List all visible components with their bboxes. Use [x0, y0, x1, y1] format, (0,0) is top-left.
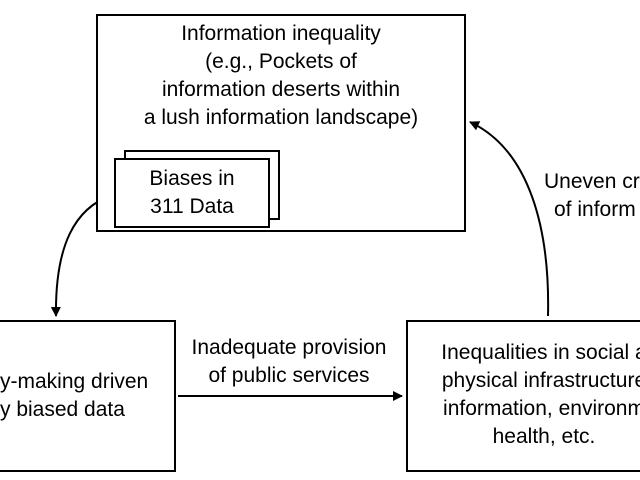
- biases-box: [114, 158, 270, 228]
- inequalities-line-2: physical infrastructure: [441, 369, 640, 392]
- provision-line-2: of public services: [208, 364, 370, 387]
- decision-line-1: y-making driven: [0, 370, 149, 393]
- inequalities-line-3: information, environm: [443, 397, 640, 420]
- uneven-creation-label: Uneven cr of inform: [540, 168, 640, 224]
- decision-making-text: y-making driven y biased data: [0, 368, 148, 424]
- inadequate-provision-label: Inadequate provision of public services: [168, 334, 410, 390]
- info-line-4: a lush information landscape): [143, 106, 419, 129]
- info-line-3: information deserts within: [161, 78, 401, 101]
- inequalities-line-1: Inequalities in social a: [441, 341, 640, 364]
- inequalities-line-4: health, etc.: [492, 425, 596, 448]
- biases-text: Biases in 311 Data: [114, 165, 270, 221]
- decision-making-box: [0, 320, 176, 472]
- inequalities-box: [406, 320, 640, 472]
- biases-line-2: 311 Data: [150, 195, 234, 218]
- uneven-line-1: Uneven cr: [544, 170, 640, 193]
- inequalities-text: Inequalities in social a physical infras…: [414, 339, 640, 451]
- provision-line-1: Inadequate provision: [191, 336, 387, 359]
- arrow-inequalities-to-information: [469, 121, 550, 317]
- info-line-1: Information inequality: [181, 22, 381, 45]
- info-line-2: (e.g., Pockets of: [205, 50, 357, 73]
- decision-line-2: y biased data: [0, 398, 125, 421]
- uneven-line-2: of inform: [554, 198, 636, 221]
- information-inequality-text: Information inequality (e.g., Pockets of…: [96, 20, 466, 132]
- biases-line-1: Biases in: [149, 167, 235, 190]
